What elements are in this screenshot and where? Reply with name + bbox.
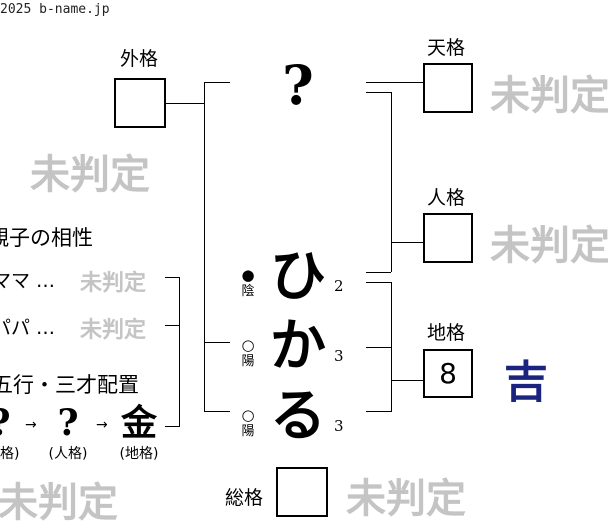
gogyo-tenkaku-label: (天格) xyxy=(0,446,20,462)
yinyang-text: 陽 xyxy=(241,424,255,439)
chikaku-bracket xyxy=(391,282,392,412)
chikaku-label: 地格 xyxy=(427,322,466,344)
tenkaku-connector xyxy=(366,82,423,83)
gaikaku-bracket xyxy=(204,82,205,412)
gogyo-undetermined: 未判定 xyxy=(0,479,118,526)
name-char-2: か xyxy=(270,313,326,379)
gaikaku-bracket-bottom xyxy=(204,411,230,412)
name-char-2-strokes: 3 xyxy=(334,347,344,365)
yang-mark-icon: ○ xyxy=(241,406,255,424)
name-char-3-yinyang: ○ 陽 xyxy=(236,406,260,440)
tenkaku-box xyxy=(423,63,473,113)
compat-bracket-top xyxy=(165,277,179,278)
arrow-icon: → xyxy=(96,417,108,433)
mama-result: 未判定 xyxy=(80,270,147,296)
gogyo-jinkaku-label: (人格) xyxy=(48,446,88,462)
jinkaku-box xyxy=(423,213,473,263)
name-char-3: る xyxy=(270,383,326,449)
gaikaku-box xyxy=(114,78,166,128)
chikaku-bracket-top xyxy=(366,282,391,283)
gogyo-chikaku-element: 金 xyxy=(120,402,157,444)
gogyo-jinkaku-element: ? xyxy=(57,402,79,444)
tenkaku-label: 天格 xyxy=(427,37,466,59)
papa-label: パパ … xyxy=(0,317,56,339)
name-char-1-yinyang: ● 陰 xyxy=(236,266,260,300)
jinkaku-bracket-bottom xyxy=(366,272,391,273)
chikaku-box: 8 xyxy=(423,349,473,398)
gogyo-title: 五行・三才配置 xyxy=(0,373,139,397)
soukaku-label: 総格 xyxy=(225,487,264,509)
gaikaku-bracket-top xyxy=(204,82,230,83)
gaikaku-label: 外格 xyxy=(120,48,159,70)
surname-placeholder: ? xyxy=(282,53,314,117)
name-char-2-yinyang: ○ 陽 xyxy=(236,336,260,370)
compat-bracket-mid xyxy=(165,325,179,326)
gogyo-tenkaku-element: ? xyxy=(0,405,20,441)
jinkaku-label: 人格 xyxy=(427,187,466,209)
gaikaku-connector xyxy=(166,103,204,104)
tenkaku-undetermined: 未判定 xyxy=(490,72,608,119)
yang-mark-icon: ○ xyxy=(241,336,255,354)
name-char-3-strokes: 3 xyxy=(334,417,344,435)
chikaku-bracket-bottom xyxy=(366,411,391,412)
compatibility-title: 親子の相性 xyxy=(0,226,93,250)
jinkaku-connector xyxy=(391,242,423,243)
copyright-text: 2025 b-name.jp xyxy=(0,2,110,17)
arrow-icon: → xyxy=(25,417,37,433)
yinyang-text: 陽 xyxy=(241,354,255,369)
jinkaku-bracket xyxy=(391,92,392,272)
name-char-1: ひ xyxy=(270,243,326,309)
compat-bracket-bottom xyxy=(165,426,179,427)
yin-mark-icon: ● xyxy=(241,266,255,284)
chikaku-result: 吉 xyxy=(504,357,548,408)
yinyang-text: 陰 xyxy=(241,284,255,299)
jinkaku-undetermined: 未判定 xyxy=(490,222,608,269)
name-char-1-strokes: 2 xyxy=(334,277,344,295)
chikaku-connector xyxy=(391,380,423,381)
compat-bracket xyxy=(179,277,180,427)
chikaku-bracket-mid xyxy=(366,347,391,348)
papa-result: 未判定 xyxy=(80,317,147,343)
jinkaku-bracket-top xyxy=(366,92,391,93)
gogyo-chikaku-label: (地格) xyxy=(119,446,159,462)
gaikaku-undetermined: 未判定 xyxy=(30,151,150,198)
soukaku-undetermined: 未判定 xyxy=(346,475,466,522)
gaikaku-bracket-mid xyxy=(204,342,230,343)
soukaku-box xyxy=(276,467,328,517)
mama-label: ママ … xyxy=(0,270,56,292)
